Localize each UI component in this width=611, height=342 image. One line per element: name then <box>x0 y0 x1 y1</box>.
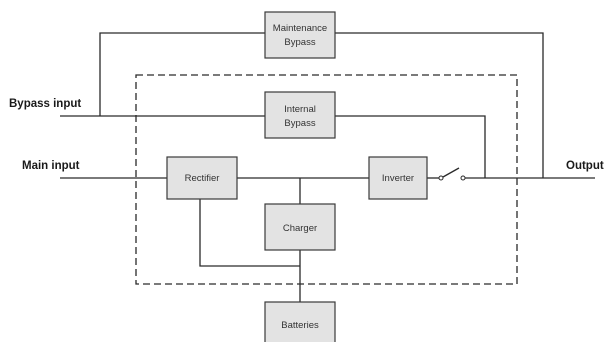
maintenance-bypass-output-wire <box>335 32 544 178</box>
charger-label: Charger <box>283 223 317 234</box>
bypass-input-label: Bypass input <box>9 98 81 110</box>
switch-contact-left <box>438 175 444 181</box>
internal-bypass-label-line1: Internal <box>284 104 316 115</box>
main-input-label: Main input <box>22 160 80 172</box>
charger-block: Charger <box>264 203 336 251</box>
maintenance-bypass-label-line2: Bypass <box>284 37 315 48</box>
maintenance-bypass-wire <box>99 32 265 116</box>
internal-bypass-block: Internal Bypass <box>264 91 336 139</box>
rectifier-label: Rectifier <box>185 173 220 184</box>
inverter-label: Inverter <box>382 173 414 184</box>
maintenance-bypass-label-line1: Maintenance <box>273 23 327 34</box>
internal-bypass-output-wire <box>335 115 486 178</box>
batteries-block: Batteries <box>264 301 336 342</box>
rectifier-battery-wire <box>199 198 300 267</box>
internal-bypass-label-line2: Bypass <box>284 118 315 129</box>
batteries-label: Batteries <box>281 320 319 331</box>
ups-enclosure-boundary <box>135 74 518 285</box>
inverter-block: Inverter <box>368 156 428 200</box>
switch-contact-right <box>460 175 466 181</box>
static-switch-blade <box>442 167 460 178</box>
rectifier-block: Rectifier <box>166 156 238 200</box>
output-label: Output <box>566 160 604 172</box>
maintenance-bypass-block: Maintenance Bypass <box>264 11 336 59</box>
